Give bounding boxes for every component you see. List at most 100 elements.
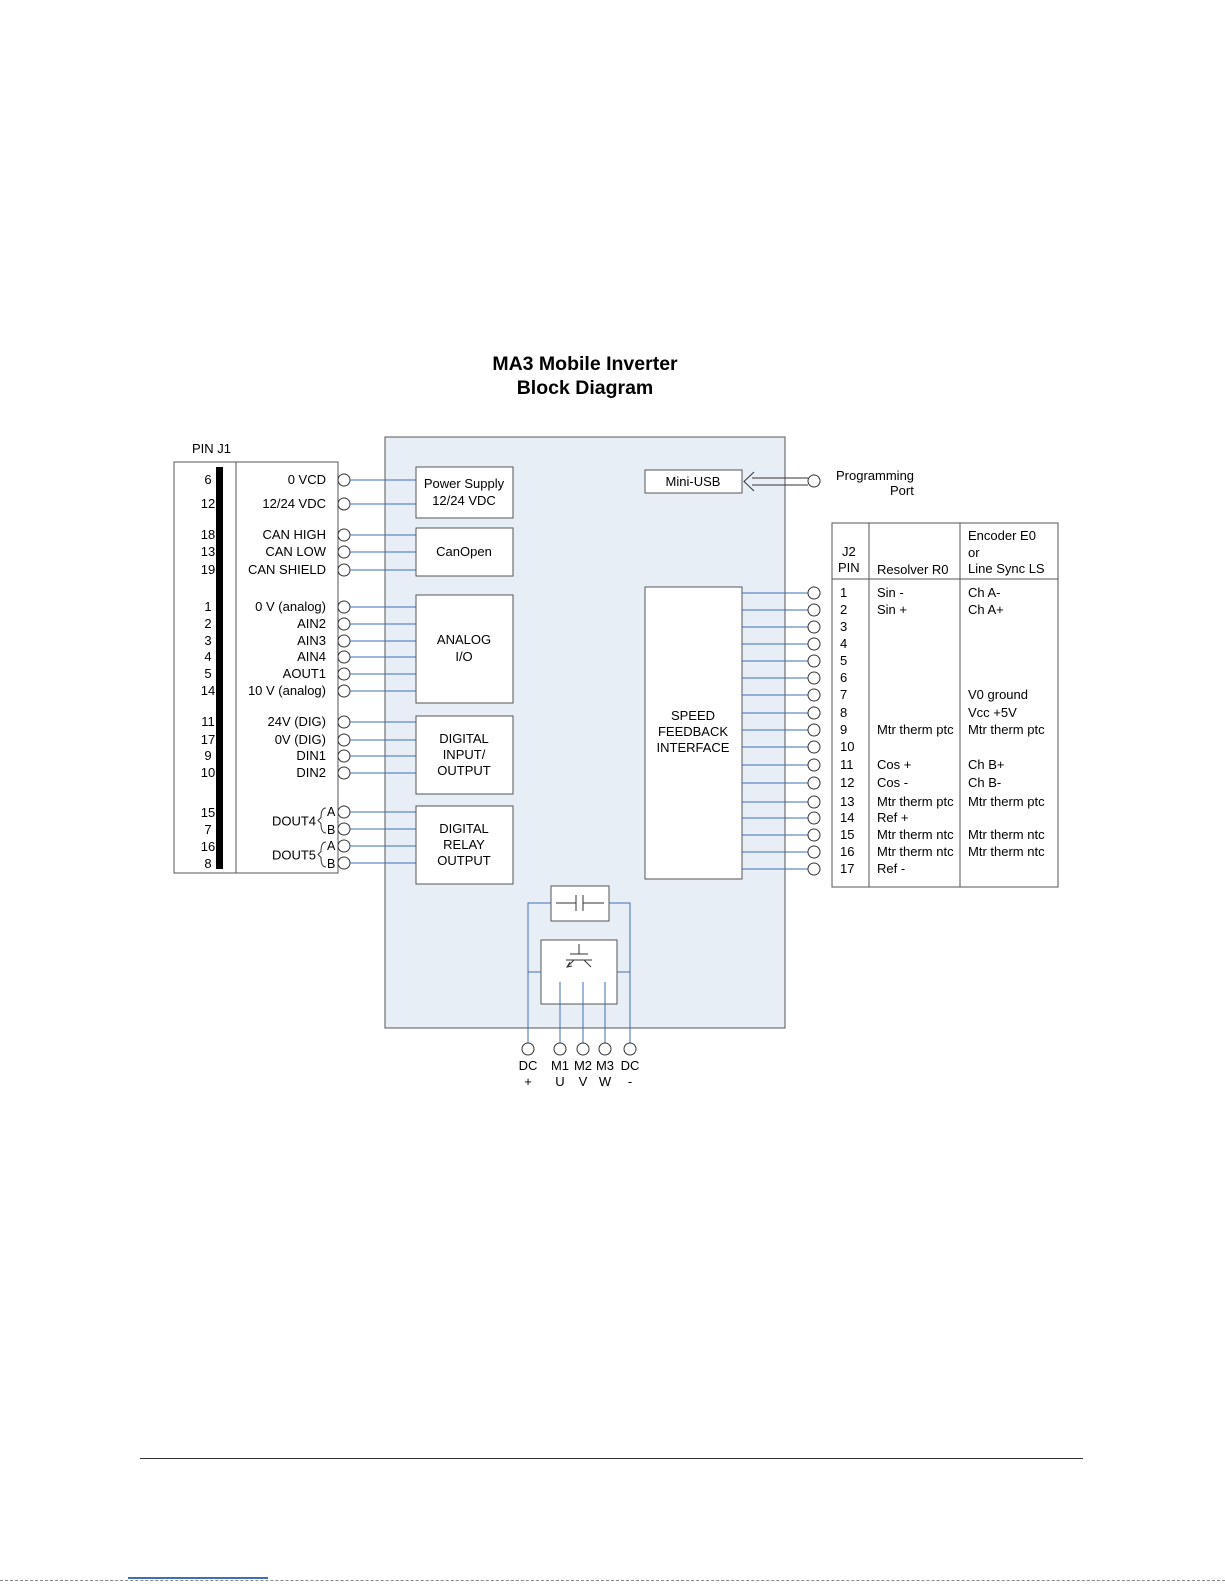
j1-terminal[interactable] (337, 684, 351, 698)
power-terminal-label: M2 (574, 1058, 592, 1073)
page-bottom-tab (128, 1577, 268, 1579)
j1-terminal[interactable] (337, 497, 351, 511)
dc-plus-bus (527, 902, 551, 1043)
power-terminal-sublabel: + (524, 1074, 532, 1089)
analog-io-block (415, 594, 514, 704)
j2-terminal[interactable] (807, 811, 821, 825)
j1-signal-label: CAN SHIELD (248, 562, 326, 577)
j2-terminal[interactable] (807, 603, 821, 617)
power-supply-label-2: 12/24 VDC (432, 493, 496, 508)
power-terminal[interactable] (521, 1042, 535, 1056)
j2-terminal[interactable] (807, 586, 821, 600)
dout-brace-icon (317, 807, 327, 834)
j1-signal-label: AIN3 (297, 633, 326, 648)
j2-pin-number: 4 (840, 636, 847, 651)
j2-terminal[interactable] (807, 776, 821, 790)
j2-terminal[interactable] (807, 862, 821, 876)
j2-resolver-signal: Cos - (877, 775, 908, 790)
j2-terminal[interactable] (807, 706, 821, 720)
j2-terminal[interactable] (807, 688, 821, 702)
j2-resolver-signal: Mtr therm ntc (877, 844, 954, 859)
j1-terminal[interactable] (337, 634, 351, 648)
j1-pin-number: 4 (204, 649, 211, 664)
j2-encoder-signal: V0 ground (968, 687, 1028, 702)
power-terminal[interactable] (576, 1042, 590, 1056)
j2-terminal[interactable] (807, 740, 821, 754)
j1-pin-number: 11 (201, 714, 215, 729)
j2-pin-number: 14 (840, 810, 854, 825)
j1-terminal[interactable] (337, 766, 351, 780)
j2-pin-number: 3 (840, 619, 847, 634)
j2-terminal[interactable] (807, 654, 821, 668)
j2-pin-number: 11 (840, 757, 854, 772)
j1-terminal[interactable] (337, 563, 351, 577)
power-terminal-label: M3 (596, 1058, 614, 1073)
j1-pin-number: 19 (201, 562, 215, 577)
j2-terminal[interactable] (807, 723, 821, 737)
j1-terminal[interactable] (337, 667, 351, 681)
j1-signal-label: 24V (DIG) (267, 714, 326, 729)
power-terminal-sublabel: V (579, 1074, 588, 1089)
j1-terminal[interactable] (337, 839, 351, 853)
j1-terminal[interactable] (337, 715, 351, 729)
dout-label: DOUT5 (272, 848, 316, 863)
j2-terminal[interactable] (807, 620, 821, 634)
j1-terminal[interactable] (337, 733, 351, 747)
j1-signal-label: AOUT1 (283, 666, 326, 681)
j2-pin-number: 2 (840, 602, 847, 617)
j2-terminal[interactable] (807, 671, 821, 685)
j2-pin-number: 13 (840, 794, 854, 809)
j2-terminal[interactable] (807, 828, 821, 842)
j2-wires (742, 586, 821, 876)
j2-terminal[interactable] (807, 795, 821, 809)
j1-wires (350, 479, 416, 864)
j1-signal-label: 0V (DIG) (275, 732, 326, 747)
mini-usb-block (644, 469, 743, 494)
power-terminal[interactable] (623, 1042, 637, 1056)
j1-terminal[interactable] (337, 749, 351, 763)
power-terminal[interactable] (598, 1042, 612, 1056)
dout-contact-b: B (327, 823, 335, 837)
j1-pin-number: 15 (201, 805, 215, 820)
j1-terminal[interactable] (337, 600, 351, 614)
j2-encoder-signal: Mtr therm ntc (968, 827, 1045, 842)
j1-terminal[interactable] (337, 473, 351, 487)
j2-terminal[interactable] (807, 758, 821, 772)
j1-signal-label: CAN HIGH (262, 527, 326, 542)
j2-encoder-signal: Mtr therm ntc (968, 844, 1045, 859)
dout-brace-icon (317, 841, 327, 868)
j2-terminal[interactable] (807, 845, 821, 859)
j2-encoder-signal: Ch A+ (968, 602, 1004, 617)
j2-header-encoder-2: or (968, 545, 980, 560)
canopen-block (415, 527, 514, 577)
programming-port-terminal[interactable] (807, 474, 821, 488)
j1-terminal[interactable] (337, 545, 351, 559)
j2-resolver-signal: Sin - (877, 585, 904, 600)
j1-terminal[interactable] (337, 617, 351, 631)
power-terminal[interactable] (553, 1042, 567, 1056)
j2-resolver-signal: Mtr therm ptc (877, 794, 954, 809)
j2-encoder-signal: Vcc +5V (968, 705, 1017, 720)
j2-resolver-signal: Mtr therm ntc (877, 827, 954, 842)
j2-encoder-signal: Ch B+ (968, 757, 1005, 772)
analog-label-1: ANALOG (437, 632, 491, 647)
j1-terminal[interactable] (337, 528, 351, 542)
igbt-symbol-icon (565, 944, 592, 968)
diagram-title-line1: MA3 Mobile Inverter (492, 353, 678, 375)
j1-signal-label: DIN1 (296, 748, 326, 763)
j1-pin-number: 8 (204, 856, 211, 871)
j1-bar (216, 467, 223, 869)
j1-terminal[interactable] (337, 856, 351, 870)
j1-terminal[interactable] (337, 650, 351, 664)
j2-terminal[interactable] (807, 637, 821, 651)
speed-feedback-block (644, 586, 743, 880)
j1-terminal[interactable] (337, 805, 351, 819)
j1-pin-number: 7 (204, 822, 211, 837)
power-terminal-label: DC (519, 1058, 538, 1073)
j1-terminal[interactable] (337, 822, 351, 836)
j1-signal-label: 0 VCD (288, 472, 326, 487)
speed-feedback-label-1: SPEED (671, 708, 715, 723)
j2-resolver-signal: Cos + (877, 757, 911, 772)
